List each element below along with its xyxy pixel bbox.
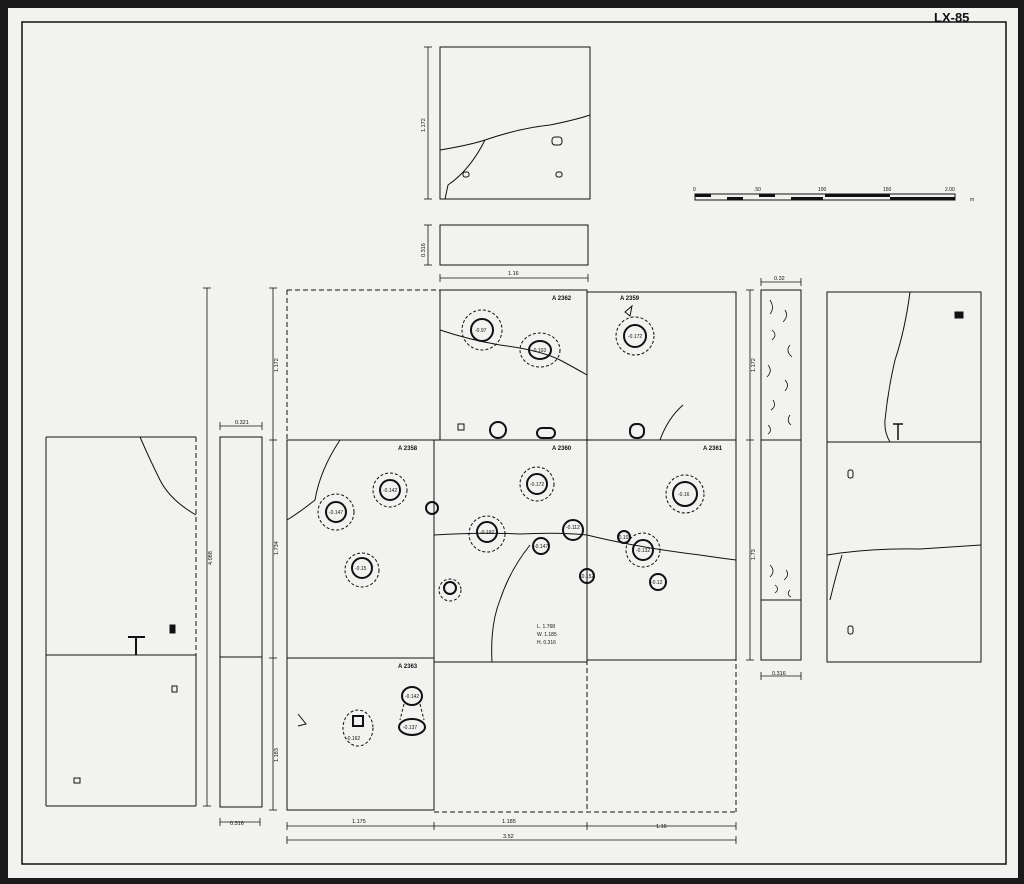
feature-l: L. 1.768: [537, 624, 555, 630]
depth-d13: -0.102: [617, 535, 631, 541]
square-a2360-label: A 2360: [552, 446, 572, 452]
dim-left-total: [203, 287, 211, 807]
depth-d14: -0.152: [580, 574, 594, 580]
depth-d15: -0.12: [651, 580, 663, 586]
dim-top-width: [439, 274, 589, 282]
square-a2363: [286, 657, 435, 811]
feature-h: H. 0.316: [537, 640, 556, 646]
scale-tick-2: 100: [818, 187, 827, 193]
left-strip: [219, 436, 263, 808]
dim-right: [746, 289, 802, 680]
scale-bar: 0 .50 100 150 2.00 m: [693, 187, 974, 203]
scale-tick-4: 2.00: [945, 187, 955, 193]
dim-bottom-row: [286, 822, 737, 844]
depth-d5: -0.147: [329, 510, 343, 516]
depth-d17: -0.137: [403, 725, 417, 731]
depth-d16: -0.142: [405, 694, 419, 700]
dim-left-strip-width-label: 0.321: [235, 420, 249, 426]
depth-d4: -0.142: [383, 488, 397, 494]
dim-right-mid-label: 1.73: [751, 549, 757, 560]
dim-bottom-strip: [219, 818, 261, 826]
dim-bottom-3-label: 1.16: [656, 824, 667, 830]
square-a2362-label: A 2362: [552, 296, 572, 302]
dim-left-total-label: 4.088: [208, 551, 214, 565]
dim-top-height: [424, 46, 432, 200]
scale-tick-0: 0: [693, 187, 696, 193]
depth-d8: -0.192: [480, 530, 494, 536]
right-panel: [826, 291, 982, 663]
dim-right-upper-label: 1.172: [751, 358, 757, 372]
sheet-id: LX-85: [934, 10, 969, 25]
scale-unit: m: [970, 197, 974, 203]
depth-d12: -0.132: [636, 548, 650, 554]
right-strip: [760, 289, 802, 661]
dim-bottom-2-label: 1.185: [502, 819, 516, 825]
dim-right-strip-width: [760, 278, 802, 286]
square-a2359-label: A 2359: [620, 296, 640, 302]
scale-tick-1: .50: [754, 187, 761, 193]
top-strip: [439, 224, 589, 266]
feature-w: W. 1.185: [537, 632, 557, 638]
depth-d7: -0.172: [530, 482, 544, 488]
dim-right-strip-bottom-label: 0.316: [772, 671, 786, 677]
dim-left-strip-width: [219, 422, 263, 430]
dim-col: [269, 287, 277, 811]
depth-d2: -0.103: [532, 348, 546, 354]
dim-strip-height-label: 0.316: [421, 243, 427, 257]
scale-tick-3: 150: [883, 187, 892, 193]
dim-bottom-strip-label: 0.316: [230, 821, 244, 827]
paper-background: [8, 8, 1018, 878]
left-panel: [45, 436, 197, 807]
depth-d6: -0.15: [355, 566, 367, 572]
dim-top-width-label: 1.16: [508, 271, 519, 277]
drawing-border: [21, 21, 1007, 865]
depth-d3: -0.172: [628, 334, 642, 340]
square-a2361-label: A 2361: [703, 446, 723, 452]
top-square: [439, 46, 591, 200]
dim-right-strip-width-label: 0.32: [774, 276, 785, 282]
depth-d9: -0.147: [534, 544, 548, 550]
dim-top-height-label: 1.172: [421, 118, 427, 132]
dim-bottom-1-label: 1.175: [352, 819, 366, 825]
dim-strip-height: [424, 224, 432, 266]
depth-d18: -0.162: [346, 736, 360, 742]
square-a2363-label: A 2363: [398, 664, 418, 670]
depth-d10: -0.112: [566, 525, 580, 531]
square-a2360: [433, 439, 588, 663]
depth-d11: -0.16: [678, 492, 690, 498]
square-a2358-label: A 2358: [398, 446, 418, 452]
dim-left-mid-label: 1.734: [274, 541, 280, 555]
square-a2361: [579, 439, 737, 661]
dim-bottom-total-label: 3.52: [503, 834, 514, 840]
depth-d1: -0.97: [475, 328, 487, 334]
dim-col-upper-label: 1.172: [274, 358, 280, 372]
dim-col-lower-label: 1.183: [274, 748, 280, 762]
